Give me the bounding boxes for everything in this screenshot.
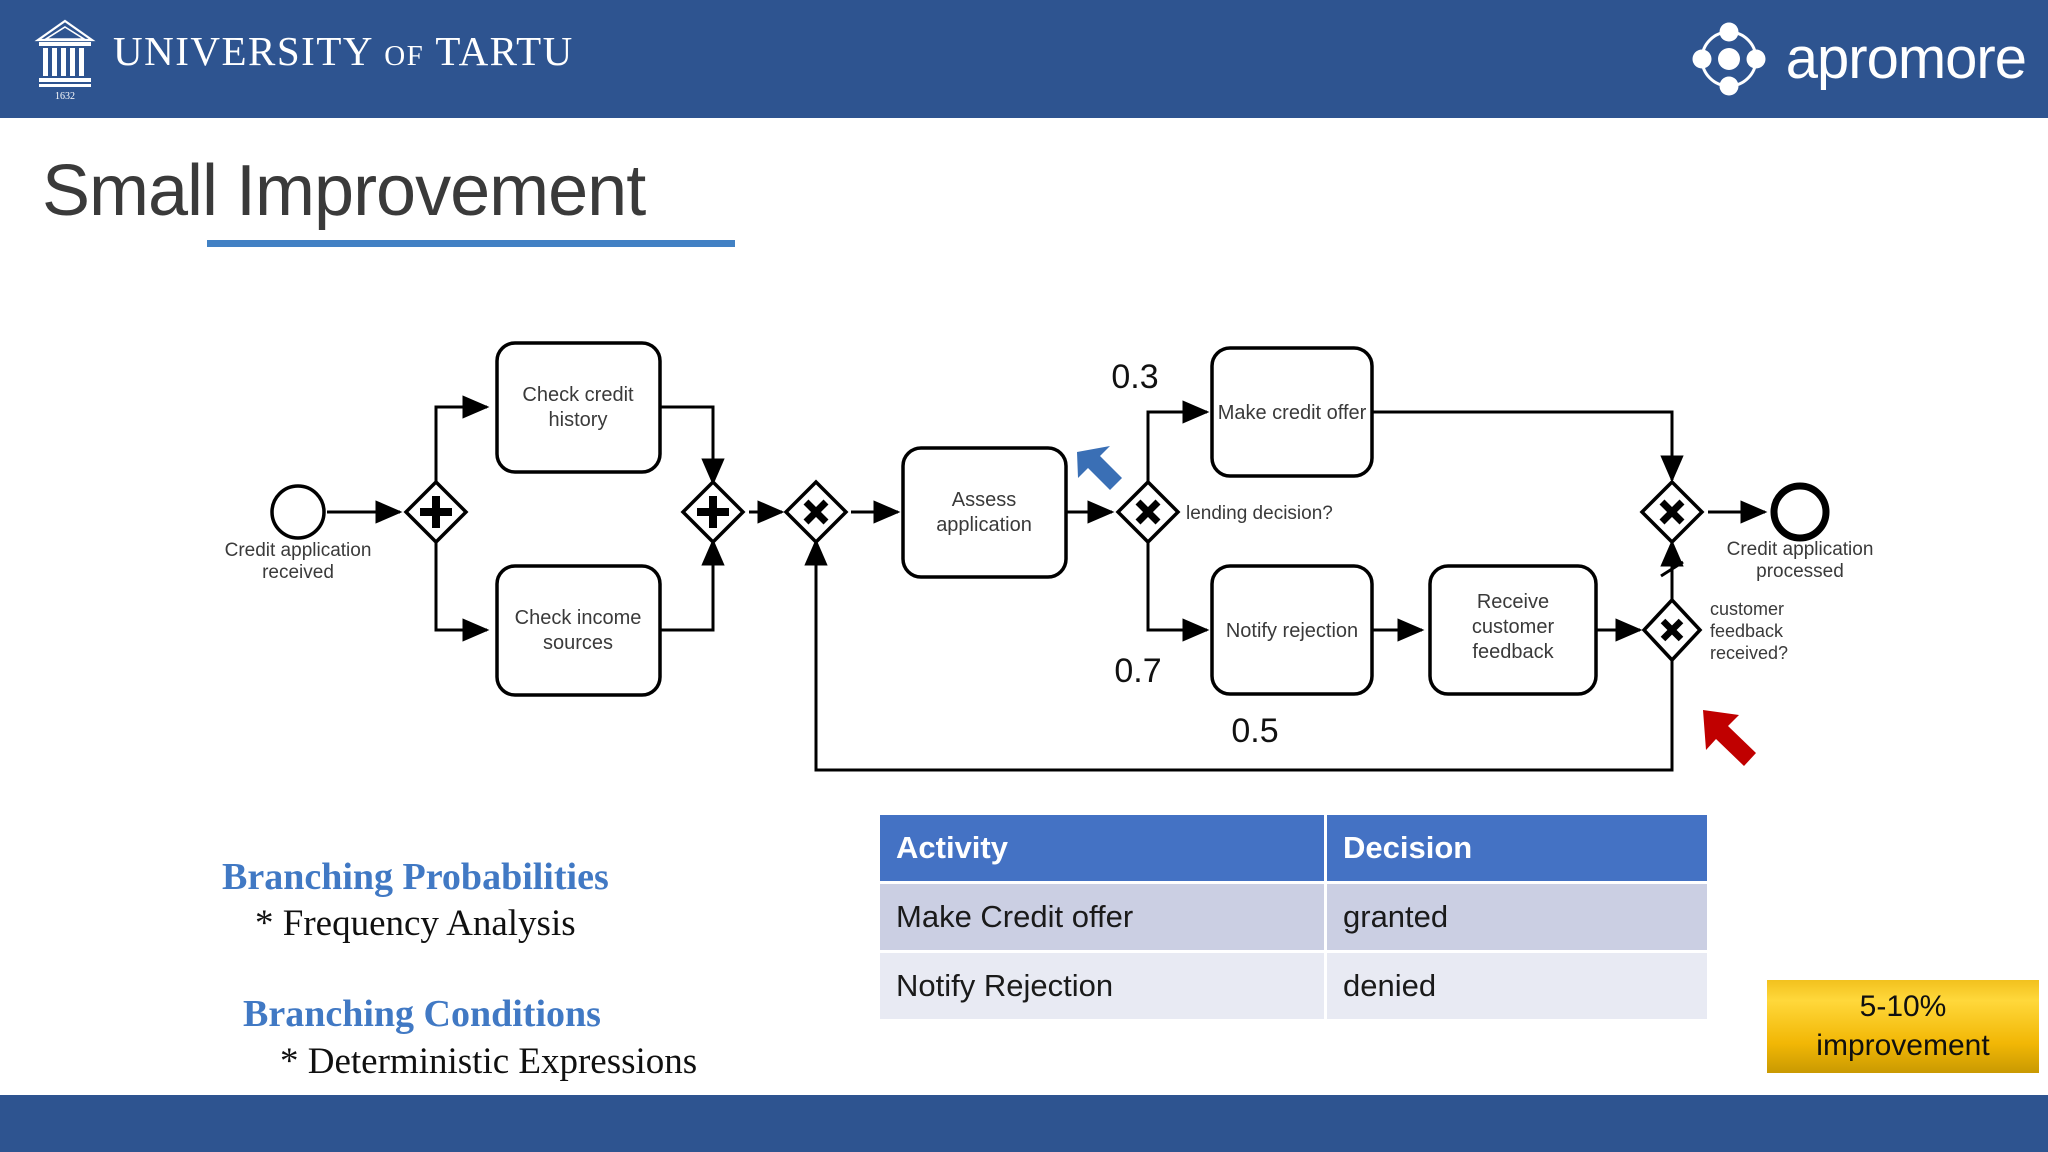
table-cell-activity: Make Credit offer <box>880 884 1324 950</box>
task-label-line1: Check income <box>515 607 642 629</box>
gateway-customer-feedback-label-line2: feedback <box>1710 621 1784 641</box>
apromore-wordmark: apromore <box>1785 26 2027 91</box>
title-underline <box>207 240 735 247</box>
footer-bar <box>0 1095 2048 1152</box>
apromore-mark-icon <box>1692 22 1766 96</box>
improvement-callout-line1: 5-10% <box>1859 990 1947 1024</box>
gateway-lending-decision-label: lending decision? <box>1186 503 1333 524</box>
table-header-decision: Decision <box>1324 815 1707 881</box>
bpmn-task-make-credit-offer: Make credit offer <box>1210 346 1374 478</box>
header-bar: 1632 UNIVERSITY OF TARTU apromore <box>0 0 2048 118</box>
bpmn-task-check-credit-history: Check credit history <box>495 341 662 474</box>
note-heading-branching-conditions: Branching Conditions <box>243 993 601 1035</box>
bpmn-task-notify-rejection: Notify rejection <box>1210 564 1374 696</box>
probability-label-notify-rejection: 0.7 <box>1114 652 1161 690</box>
task-label-line3: feedback <box>1472 641 1554 663</box>
gateway-customer-feedback-label-line3: received? <box>1710 643 1788 663</box>
task-label-line2: sources <box>543 632 613 654</box>
note-sub-frequency-analysis: * Frequency Analysis <box>255 903 576 944</box>
bpmn-end-event: Credit application processed <box>1727 482 1874 582</box>
activity-decision-table: Activity Decision Make Credit offer gran… <box>880 812 1707 1022</box>
bpmn-task-check-income-sources: Check income sources <box>495 564 662 697</box>
bpmn-process-diagram: Credit application received lending deci… <box>225 341 1874 772</box>
university-name: UNIVERSITY <box>113 28 373 74</box>
page-title: Small Improvement <box>42 151 646 231</box>
university-wordmark: UNIVERSITY OF TARTU <box>113 27 574 75</box>
probability-label-make-offer: 0.3 <box>1111 358 1158 396</box>
start-event-label-line2: received <box>262 562 334 583</box>
university-year-text: 1632 <box>55 91 75 102</box>
bpmn-task-receive-customer-feedback: Receive customer feedback <box>1428 564 1598 696</box>
table-header-row: Activity Decision <box>880 815 1707 881</box>
bpmn-gateway-and-split <box>403 479 469 545</box>
table-header-activity: Activity <box>880 815 1324 881</box>
bpmn-task-assess-application: Assess application <box>901 446 1068 579</box>
bpmn-gateway-and-join <box>680 479 746 545</box>
start-event-label-line1: Credit application <box>225 540 372 561</box>
improvement-callout: 5-10% improvement <box>1767 980 2039 1073</box>
blue-annotation-arrow-icon <box>1077 446 1122 490</box>
table-cell-activity: Notify Rejection <box>880 953 1324 1019</box>
note-sub-deterministic-expressions: * Deterministic Expressions <box>280 1041 698 1082</box>
university-crest-icon: 1632 <box>34 19 96 102</box>
improvement-callout-line2: improvement <box>1816 1028 1990 1062</box>
red-annotation-arrow-icon <box>1703 710 1756 766</box>
end-event-label-line1: Credit application <box>1727 539 1874 560</box>
probability-label-loopback: 0.5 <box>1231 712 1278 750</box>
bpmn-gateway-xor-loop-join <box>783 479 849 545</box>
end-event-label-line2: processed <box>1756 561 1844 582</box>
bpmn-start-event: Credit application received <box>225 484 372 583</box>
task-label-line1: Assess <box>952 489 1016 511</box>
table-row: Notify Rejection denied <box>880 953 1707 1019</box>
university-place: TARTU <box>435 28 574 74</box>
gateway-customer-feedback-label-line1: customer <box>1710 599 1784 619</box>
bpmn-gateway-customer-feedback: customer feedback received? <box>1641 597 1788 663</box>
task-label-line2: history <box>549 409 608 431</box>
task-label-line1: Receive <box>1477 591 1549 613</box>
task-label-line2: customer <box>1472 616 1555 638</box>
bpmn-gateway-xor-merge-end <box>1639 479 1705 545</box>
bpmn-gateway-lending-decision: lending decision? <box>1115 479 1333 545</box>
university-of: OF <box>384 40 425 72</box>
table-cell-decision: granted <box>1324 884 1707 950</box>
task-label-line1: Check credit <box>522 384 634 406</box>
table-row: Make Credit offer granted <box>880 884 1707 950</box>
task-label-line1: Notify rejection <box>1226 620 1358 642</box>
table-cell-decision: denied <box>1324 953 1707 1019</box>
task-label-line2: application <box>936 514 1032 536</box>
note-heading-branching-probabilities: Branching Probabilities <box>222 856 609 898</box>
task-label-line1: Make credit offer <box>1218 402 1367 424</box>
apromore-logo: apromore <box>1686 16 2027 102</box>
